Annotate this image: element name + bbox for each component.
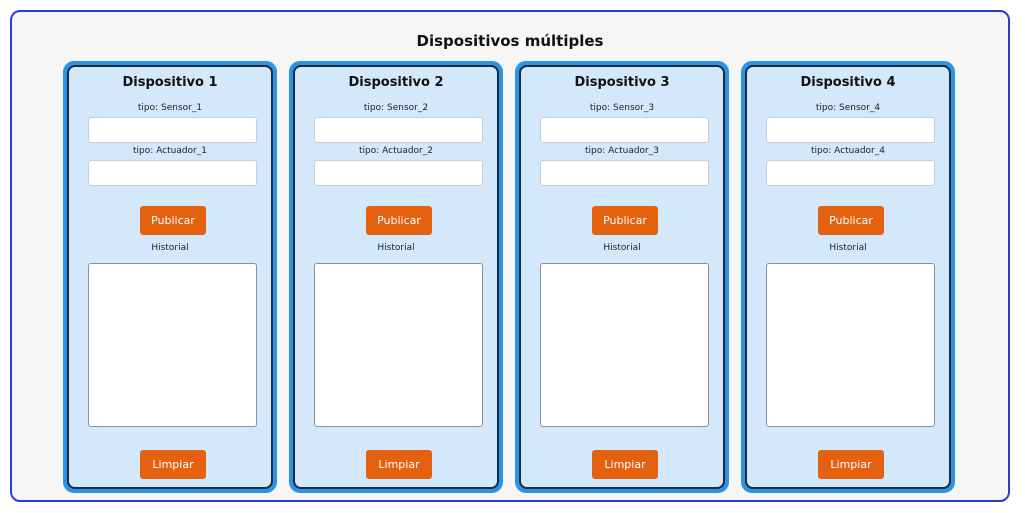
device-card-4: Dispositivo 4 tipo: Sensor_4 tipo: Actua… xyxy=(741,61,955,493)
history-textarea[interactable] xyxy=(540,263,709,427)
sensor-input[interactable] xyxy=(766,117,935,143)
sensor-input[interactable] xyxy=(88,117,257,143)
device-card-3: Dispositivo 3 tipo: Sensor_3 tipo: Actua… xyxy=(515,61,729,493)
history-textarea[interactable] xyxy=(314,263,483,427)
device-title: Dispositivo 1 xyxy=(122,75,218,90)
device-card-body: Dispositivo 4 tipo: Sensor_4 tipo: Actua… xyxy=(745,65,951,489)
actuator-input[interactable] xyxy=(88,160,257,186)
device-card-body: Dispositivo 2 tipo: Sensor_2 tipo: Actua… xyxy=(293,65,499,489)
device-card-body: Dispositivo 3 tipo: Sensor_3 tipo: Actua… xyxy=(519,65,725,489)
device-list: Dispositivo 1 tipo: Sensor_1 tipo: Actua… xyxy=(63,61,955,493)
sensor-input[interactable] xyxy=(540,117,709,143)
clear-button[interactable]: Limpiar xyxy=(818,450,884,479)
device-card-1: Dispositivo 1 tipo: Sensor_1 tipo: Actua… xyxy=(63,61,277,493)
device-title: Dispositivo 4 xyxy=(800,75,896,90)
page-title: Dispositivos múltiples xyxy=(416,32,604,50)
publish-button[interactable]: Publicar xyxy=(592,206,658,235)
history-label: Historial xyxy=(377,243,415,253)
actuator-label: tipo: Actuador_2 xyxy=(359,146,433,156)
sensor-input[interactable] xyxy=(314,117,483,143)
clear-button[interactable]: Limpiar xyxy=(366,450,432,479)
device-card-body: Dispositivo 1 tipo: Sensor_1 tipo: Actua… xyxy=(67,65,273,489)
history-textarea[interactable] xyxy=(766,263,935,427)
device-title: Dispositivo 2 xyxy=(348,75,444,90)
device-title: Dispositivo 3 xyxy=(574,75,670,90)
actuator-label: tipo: Actuador_3 xyxy=(585,146,659,156)
clear-button[interactable]: Limpiar xyxy=(140,450,206,479)
actuator-input[interactable] xyxy=(540,160,709,186)
actuator-input[interactable] xyxy=(766,160,935,186)
clear-button[interactable]: Limpiar xyxy=(592,450,658,479)
main-container: Dispositivos múltiples Dispositivo 1 tip… xyxy=(10,10,1010,502)
device-card-2: Dispositivo 2 tipo: Sensor_2 tipo: Actua… xyxy=(289,61,503,493)
sensor-label: tipo: Sensor_2 xyxy=(363,103,429,113)
publish-button[interactable]: Publicar xyxy=(818,206,884,235)
actuator-input[interactable] xyxy=(314,160,483,186)
history-label: Historial xyxy=(151,243,189,253)
history-label: Historial xyxy=(829,243,867,253)
sensor-label: tipo: Sensor_1 xyxy=(137,103,203,113)
publish-button[interactable]: Publicar xyxy=(140,206,206,235)
sensor-label: tipo: Sensor_4 xyxy=(815,103,881,113)
sensor-label: tipo: Sensor_3 xyxy=(589,103,655,113)
history-textarea[interactable] xyxy=(88,263,257,427)
history-label: Historial xyxy=(603,243,641,253)
actuator-label: tipo: Actuador_1 xyxy=(133,146,207,156)
publish-button[interactable]: Publicar xyxy=(366,206,432,235)
actuator-label: tipo: Actuador_4 xyxy=(811,146,885,156)
